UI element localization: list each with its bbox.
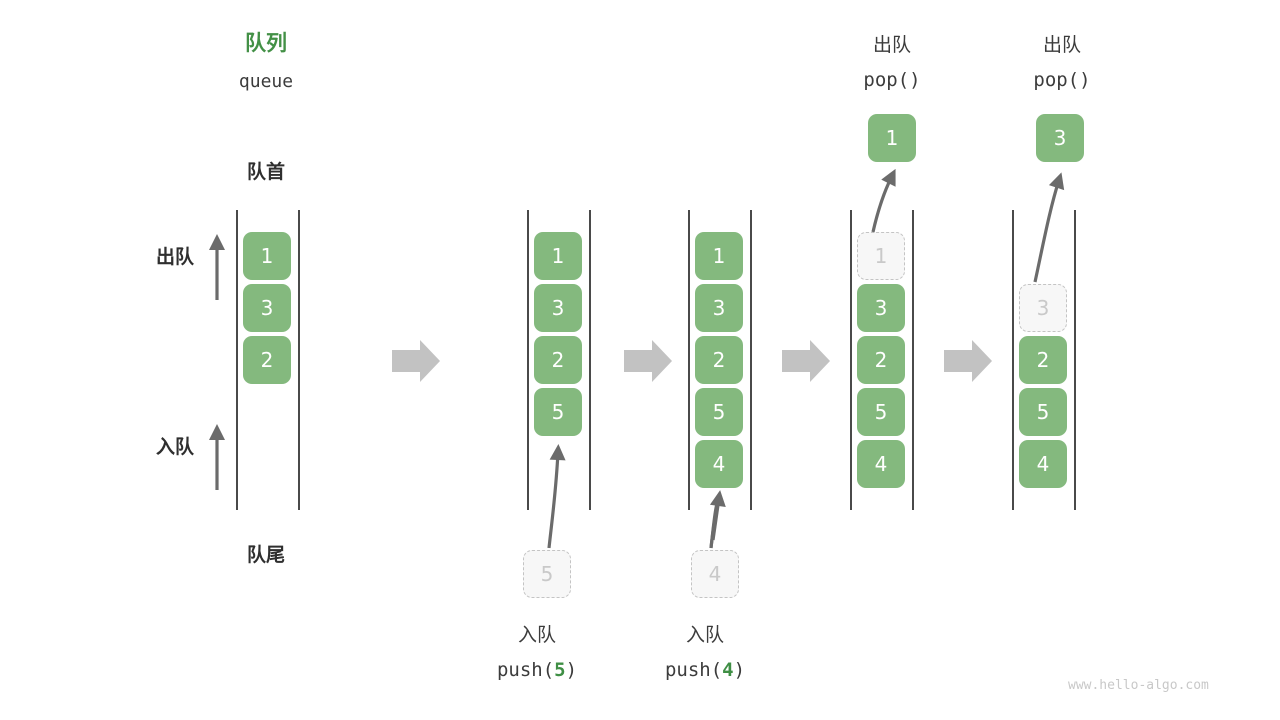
outgoing-cell-pop1: 1 — [868, 114, 916, 162]
op-prefix: pop( — [1033, 69, 1080, 91]
op-arg: 4 — [722, 659, 734, 681]
rail-right-pop3 — [1074, 210, 1076, 510]
cell-pop1-2: 2 — [857, 336, 905, 384]
rail-right-pop1 — [912, 210, 914, 510]
cell-pop1-1: 3 — [857, 284, 905, 332]
cell-initial-1: 3 — [243, 284, 291, 332]
cell-pop3-1: 2 — [1019, 336, 1067, 384]
cell-initial-2: 2 — [243, 336, 291, 384]
cell-pop3-3: 4 — [1019, 440, 1067, 488]
cell-initial-0: 1 — [243, 232, 291, 280]
flow-arrow-3-icon — [782, 340, 830, 382]
flow-arrow-1-icon — [392, 340, 440, 382]
incoming-arrow-push5-icon — [547, 444, 566, 549]
cell-pop3-2: 5 — [1019, 388, 1067, 436]
rail-left-pop1 — [850, 210, 852, 510]
rail-left-initial — [236, 210, 238, 510]
outgoing-arrow-pop3-icon — [1033, 172, 1065, 283]
incoming-arrow-push4-icon — [709, 490, 726, 549]
cell-push5-0: 1 — [534, 232, 582, 280]
incoming-cell-push5: 5 — [523, 550, 571, 598]
cell-pop1-4: 4 — [857, 440, 905, 488]
cell-push4-1: 3 — [695, 284, 743, 332]
rail-left-pop3 — [1012, 210, 1014, 510]
flow-arrow-2-icon — [624, 340, 672, 382]
cell-push4-0: 1 — [695, 232, 743, 280]
op-prefix: push( — [496, 659, 555, 681]
watermark: www.hello-algo.com — [1068, 678, 1209, 693]
rail-right-push4 — [750, 210, 752, 510]
op-label-cn-push4: 入队 — [685, 624, 724, 646]
dequeue-direction-label: 出队 — [155, 246, 194, 268]
op-label-cn-pop1: 出队 — [872, 34, 911, 56]
op-label-en-push4: push(4) — [615, 657, 795, 683]
op-suffix: ) — [733, 659, 746, 681]
op-label-en-pop3: pop() — [972, 67, 1152, 93]
cell-push4-2: 2 — [695, 336, 743, 384]
rail-left-push5 — [527, 210, 529, 510]
cell-push5-1: 3 — [534, 284, 582, 332]
front-label: 队首 — [246, 161, 285, 183]
enqueue-direction-label: 入队 — [155, 436, 194, 458]
cell-push5-2: 2 — [534, 336, 582, 384]
outgoing-cell-pop3: 3 — [1036, 114, 1084, 162]
cell-pop1-3: 5 — [857, 388, 905, 436]
outgoing-arrow-pop1-icon — [871, 168, 896, 233]
op-prefix: push( — [664, 659, 723, 681]
op-label-en-pop1: pop() — [802, 67, 982, 93]
flow-arrow-4-icon — [944, 340, 992, 382]
op-suffix: ) — [565, 659, 578, 681]
op-arg: 5 — [554, 659, 566, 681]
queue-title-cn: 队列 — [245, 31, 287, 55]
rail-right-initial — [298, 210, 300, 510]
op-prefix: pop( — [863, 69, 910, 91]
cell-pop1-0: 1 — [857, 232, 905, 280]
cell-push4-4: 4 — [695, 440, 743, 488]
cell-push5-3: 5 — [534, 388, 582, 436]
cell-push4-3: 5 — [695, 388, 743, 436]
op-label-cn-pop3: 出队 — [1042, 34, 1081, 56]
cell-pop3-0: 3 — [1019, 284, 1067, 332]
queue-title-en: queue — [238, 71, 294, 92]
rail-right-push5 — [589, 210, 591, 510]
op-suffix: ) — [909, 69, 921, 91]
op-label-en-push5: push(5) — [447, 657, 627, 683]
op-label-cn-push5: 入队 — [517, 624, 556, 646]
rear-label: 队尾 — [246, 544, 285, 566]
op-suffix: ) — [1079, 69, 1091, 91]
incoming-cell-push4: 4 — [691, 550, 739, 598]
rail-left-push4 — [688, 210, 690, 510]
